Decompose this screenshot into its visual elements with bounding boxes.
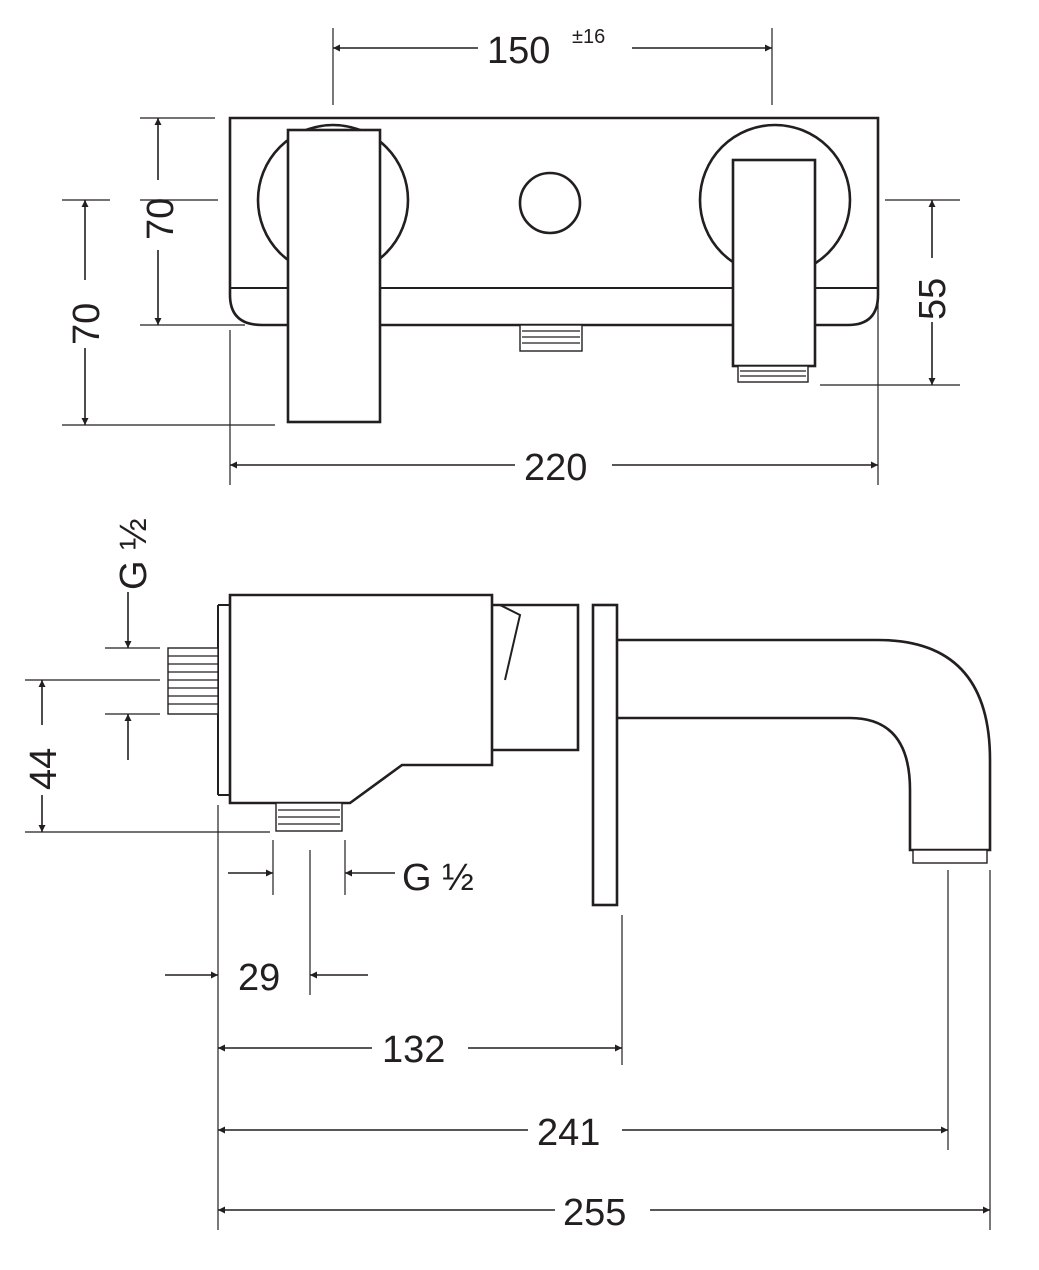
back-inlet-thread: [167, 647, 219, 715]
dim-55-label: 55: [912, 278, 954, 320]
dim-70-inner-label: 70: [140, 198, 182, 240]
thread-top-label: G ½: [113, 518, 155, 590]
dim-150-label: 150: [487, 30, 550, 72]
aerator: [737, 365, 809, 383]
dim-255-label: 255: [563, 1192, 626, 1234]
dim-44-label: 44: [23, 748, 65, 790]
spout: [617, 638, 992, 852]
dim-132-label: 132: [382, 1029, 445, 1071]
dim-70-outer-label: 70: [66, 303, 108, 345]
front-view: 150 ±16 70 70 55 220: [62, 26, 960, 489]
right-spout-block: [731, 158, 817, 368]
spout-aerator: [912, 849, 988, 864]
wall-plate: [591, 603, 619, 907]
thread-bottom-label: G ½: [402, 857, 474, 899]
bottom-connector-front: [519, 324, 583, 352]
dim-29-label: 29: [238, 957, 280, 999]
bottom-outlet-thread: [275, 802, 343, 832]
dim-220-label: 220: [524, 447, 587, 489]
dim-150-tolerance: ±16: [572, 26, 605, 48]
valve-body: [228, 593, 494, 805]
left-handle: [286, 128, 382, 424]
side-view: G ½ 44 G ½ 29 132 241 255: [23, 518, 992, 1234]
center-button: [518, 171, 582, 235]
dim-241-label: 241: [537, 1112, 600, 1154]
handle-collar: [492, 603, 580, 752]
